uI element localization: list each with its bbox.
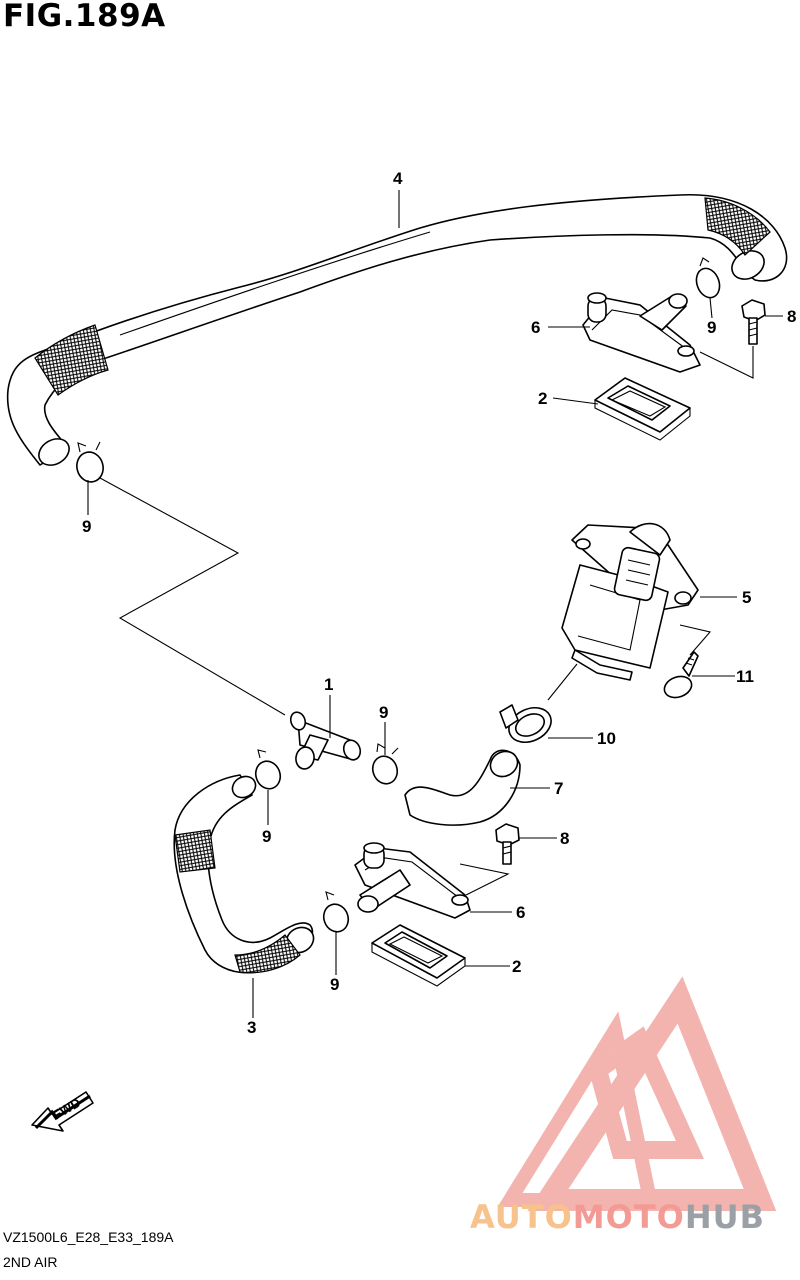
- callout-11: 11: [736, 667, 754, 686]
- svg-text:AUTOMOTOHUB: AUTOMOTOHUB: [470, 1198, 765, 1236]
- screw-11: [663, 651, 699, 699]
- hose-7: [404, 749, 521, 826]
- forward-direction-arrow: FWD: [31, 1091, 94, 1132]
- hose-clamp-9-middle-right: [371, 743, 399, 785]
- figure-code: VZ1500L6_E28_E33_189A: [3, 1229, 174, 1245]
- callout-2-upper: 2: [538, 389, 547, 408]
- reed-valve-2-lower: [371, 924, 466, 987]
- callout-2-lower: 2: [512, 957, 521, 976]
- callout-9-lower: 9: [330, 975, 339, 994]
- reed-valve-cover-6-upper: [582, 292, 701, 373]
- watermark-hub: HUB: [685, 1198, 765, 1236]
- hose-3: [173, 774, 315, 974]
- hose-4: [6, 194, 788, 466]
- watermark-auto: AUTO: [470, 1198, 573, 1236]
- callout-9-upper-left: 9: [82, 517, 91, 536]
- callout-1: 1: [324, 675, 333, 694]
- watermark-moto: MOTO: [573, 1198, 685, 1236]
- hose-clamp-9-upper-right: [695, 257, 721, 299]
- callout-4: 4: [393, 169, 403, 188]
- t-joint-1: [289, 711, 362, 770]
- leader-bolt-8-upper: [699, 346, 754, 379]
- callout-7: 7: [554, 779, 563, 798]
- callout-labels: 4 6 2 9 8 9 5 11 1 9 10 7 9 8 6 2 9 3: [82, 169, 796, 1037]
- callout-9-middle-left: 9: [262, 827, 271, 846]
- hose-clamp-9-upper-left: [76, 441, 104, 483]
- reed-valve-2-upper: [594, 377, 691, 441]
- callout-8-lower: 8: [560, 829, 569, 848]
- hose-clamp-9-middle-left: [254, 749, 282, 790]
- callout-9-upper-right: 9: [707, 318, 716, 337]
- figure-subtitle: 2ND AIR: [3, 1254, 58, 1270]
- hose-clamp-10: [499, 704, 552, 744]
- bolt-8-upper: [741, 299, 766, 345]
- watermark-logo: [497, 976, 777, 1211]
- callout-5: 5: [742, 588, 751, 607]
- callout-8-upper: 8: [787, 307, 796, 326]
- callout-9-middle-right: 9: [379, 703, 388, 722]
- pair-valve-5: [561, 522, 699, 681]
- watermark-text: AUTOMOTOHUB: [470, 1198, 765, 1236]
- callout-10: 10: [597, 729, 616, 748]
- leader-routing-left: [99, 477, 286, 716]
- reed-valve-cover-6-lower: [354, 842, 471, 919]
- figure-title: FIG.189A: [3, 0, 166, 34]
- leader-pair-to-clamp: [547, 663, 578, 701]
- callout-leaders: [87, 190, 783, 1018]
- bolt-8-lower: [495, 823, 520, 865]
- leader-screw-11: [679, 624, 712, 656]
- callout-6-upper: 6: [531, 318, 540, 337]
- callout-6-lower: 6: [516, 903, 525, 922]
- hose-clamp-9-lower: [322, 891, 350, 933]
- callout-3: 3: [247, 1018, 256, 1037]
- leader-bolt-8-lower: [459, 863, 510, 896]
